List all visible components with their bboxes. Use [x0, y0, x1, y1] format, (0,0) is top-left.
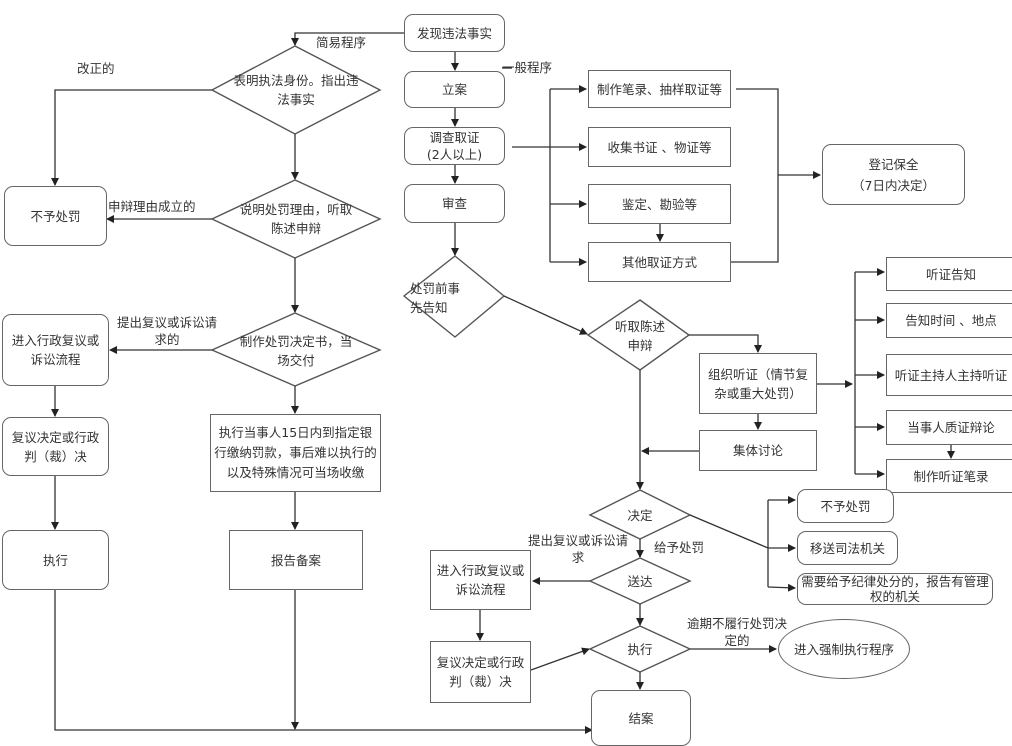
label-appeal-left: 提出复议或诉讼请求的 — [116, 315, 217, 347]
edge-decide-outcomes — [689, 514, 769, 549]
node-hear-statement: 听取陈述申辩 — [614, 319, 665, 353]
edge-execute-left-close — [54, 590, 593, 734]
node-host-hearing-text: 听证主持人主持听证 — [894, 367, 1008, 383]
node-review-decision-left-text: 复议决定或行政判（裁）决 — [11, 429, 100, 464]
node-register-preserve: 登记保全 （7日内决定） — [822, 144, 965, 205]
node-host-hearing: 听证主持人主持听证 — [886, 354, 1012, 396]
node-transfer-judicial-text: 移送司法机关 — [809, 540, 885, 556]
node-no-penalty-right: 不予处罚 — [797, 489, 894, 523]
node-hearing-record: 制作听证笔录 — [886, 459, 1012, 493]
node-other-evidence-text: 其他取证方式 — [621, 254, 697, 270]
label-defense-valid: 申辩理由成立的 — [108, 199, 196, 214]
node-collect-evidence: 收集书证 、物证等 — [588, 127, 731, 167]
node-review-litigation-left-text: 进入行政复议或诉讼流程 — [11, 333, 100, 367]
node-register-preserve-text: 登记保全 （7日内决定） — [852, 156, 935, 193]
node-notify-time-place-text: 告知时间 、地点 — [905, 313, 997, 328]
node-record-sample-text: 制作笔录、抽样取证等 — [596, 81, 722, 97]
node-party-debate: 当事人质证辩论 — [886, 410, 1012, 445]
node-review-litigation-left: 进入行政复议或诉讼流程 — [2, 314, 109, 386]
node-enforce: 进入强制执行程序 — [778, 619, 910, 679]
node-no-penalty-right-text: 不予处罚 — [820, 498, 871, 514]
node-discover-text: 发现违法事实 — [416, 25, 492, 41]
diamond-prior-notice — [402, 255, 506, 338]
node-review-litigation-right: 进入行政复议或诉讼流程 — [430, 550, 531, 610]
node-collect-evidence-text: 收集书证 、物证等 — [607, 139, 712, 155]
node-close-case-text: 结案 — [628, 710, 654, 726]
node-review-decision-left: 复议决定或行政判（裁）决 — [2, 417, 109, 476]
node-collective-discussion-text: 集体讨论 — [732, 443, 783, 458]
edge-outcome-discipline — [767, 583, 796, 592]
label-overdue: 逾期不履行处罚决定的 — [686, 616, 787, 648]
node-execute-left: 执行 — [2, 530, 109, 590]
node-discover: 发现违法事实 — [404, 14, 505, 52]
node-deliver: 送达 — [627, 573, 653, 589]
node-explain-reason: 说明处罚理由，听取陈述申辩 — [239, 202, 353, 236]
node-no-penalty-left-text: 不予处罚 — [30, 208, 81, 224]
node-execute-left-text: 执行 — [42, 552, 68, 568]
node-appraise: 鉴定、勘验等 — [588, 184, 731, 224]
edge-notice-hear — [503, 295, 588, 335]
node-simple-identity: 表明执法身份。指出违法事实 — [233, 73, 359, 107]
label-corrected: 改正的 — [77, 61, 115, 76]
node-close-case: 结案 — [591, 690, 691, 746]
node-decide: 决定 — [627, 507, 653, 523]
node-organize-hearing-text: 组织听证（情节复杂或重大处罚） — [707, 366, 808, 401]
node-review-text: 审查 — [441, 196, 467, 211]
node-review: 审查 — [404, 184, 505, 223]
node-hearing-record-text: 制作听证笔录 — [913, 468, 989, 484]
node-notify-time-place: 告知时间 、地点 — [886, 303, 1012, 338]
edge-record-merge — [730, 88, 779, 263]
node-no-penalty-left: 不予处罚 — [4, 186, 107, 246]
node-appraise-text: 鉴定、勘验等 — [621, 196, 697, 212]
node-discipline-report-text: 需要给予纪律处分的，报告有管理权的机关 — [801, 574, 989, 604]
node-execute-fine: 执行当事人15日内到指定银行缴纳罚款，事后难以执行的以及特殊情况可当场收缴 — [210, 414, 381, 492]
node-review-litigation-right-text: 进入行政复议或诉讼流程 — [436, 563, 525, 597]
node-file-case-text: 立案 — [441, 82, 467, 97]
node-hearing-notice-text: 听证告知 — [925, 266, 976, 282]
node-investigate-text: 调查取证 (2人以上) — [426, 130, 483, 162]
edge-simple-procedure — [291, 32, 404, 46]
label-simple-procedure: 简易程序 — [316, 35, 367, 50]
node-party-debate-text: 当事人质证辩论 — [907, 420, 995, 435]
node-execute-right: 执行 — [627, 641, 653, 657]
node-transfer-judicial: 移送司法机关 — [797, 531, 898, 565]
edge-corrected — [51, 89, 212, 186]
node-prior-notice: 处罚前事先告知 — [410, 281, 461, 315]
node-hearing-notice: 听证告知 — [886, 257, 1012, 291]
edge-hear-organize — [689, 334, 762, 353]
node-record-sample: 制作笔录、抽样取证等 — [588, 70, 731, 108]
node-other-evidence: 其他取证方式 — [588, 242, 731, 282]
node-investigate: 调查取证 (2人以上) — [404, 127, 505, 165]
node-organize-hearing: 组织听证（情节复杂或重大处罚） — [699, 353, 817, 414]
label-general-procedure: 一般程序 — [502, 60, 553, 75]
node-collective-discussion: 集体讨论 — [699, 430, 817, 471]
node-make-decision-onsite: 制作处罚决定书，当场交付 — [239, 334, 353, 368]
label-appeal-right: 提出复议或诉讼请求 — [527, 533, 628, 565]
node-review-decision-right-text: 复议决定或行政判（裁）决 — [436, 655, 525, 689]
edge-decision-right-execute — [530, 647, 590, 671]
node-report-file: 报告备案 — [229, 530, 363, 590]
node-file-case: 立案 — [404, 71, 505, 108]
node-report-file-text: 报告备案 — [270, 552, 321, 568]
node-execute-fine-text: 执行当事人15日内到指定银行缴纳罚款，事后难以执行的以及特殊情况可当场收缴 — [214, 425, 377, 480]
node-review-decision-right: 复议决定或行政判（裁）决 — [430, 641, 531, 703]
node-discipline-report: 需要给予纪律处分的，报告有管理权的机关 — [797, 573, 993, 605]
label-give-penalty: 给予处罚 — [654, 540, 705, 555]
node-enforce-text: 进入强制执行程序 — [793, 641, 894, 657]
